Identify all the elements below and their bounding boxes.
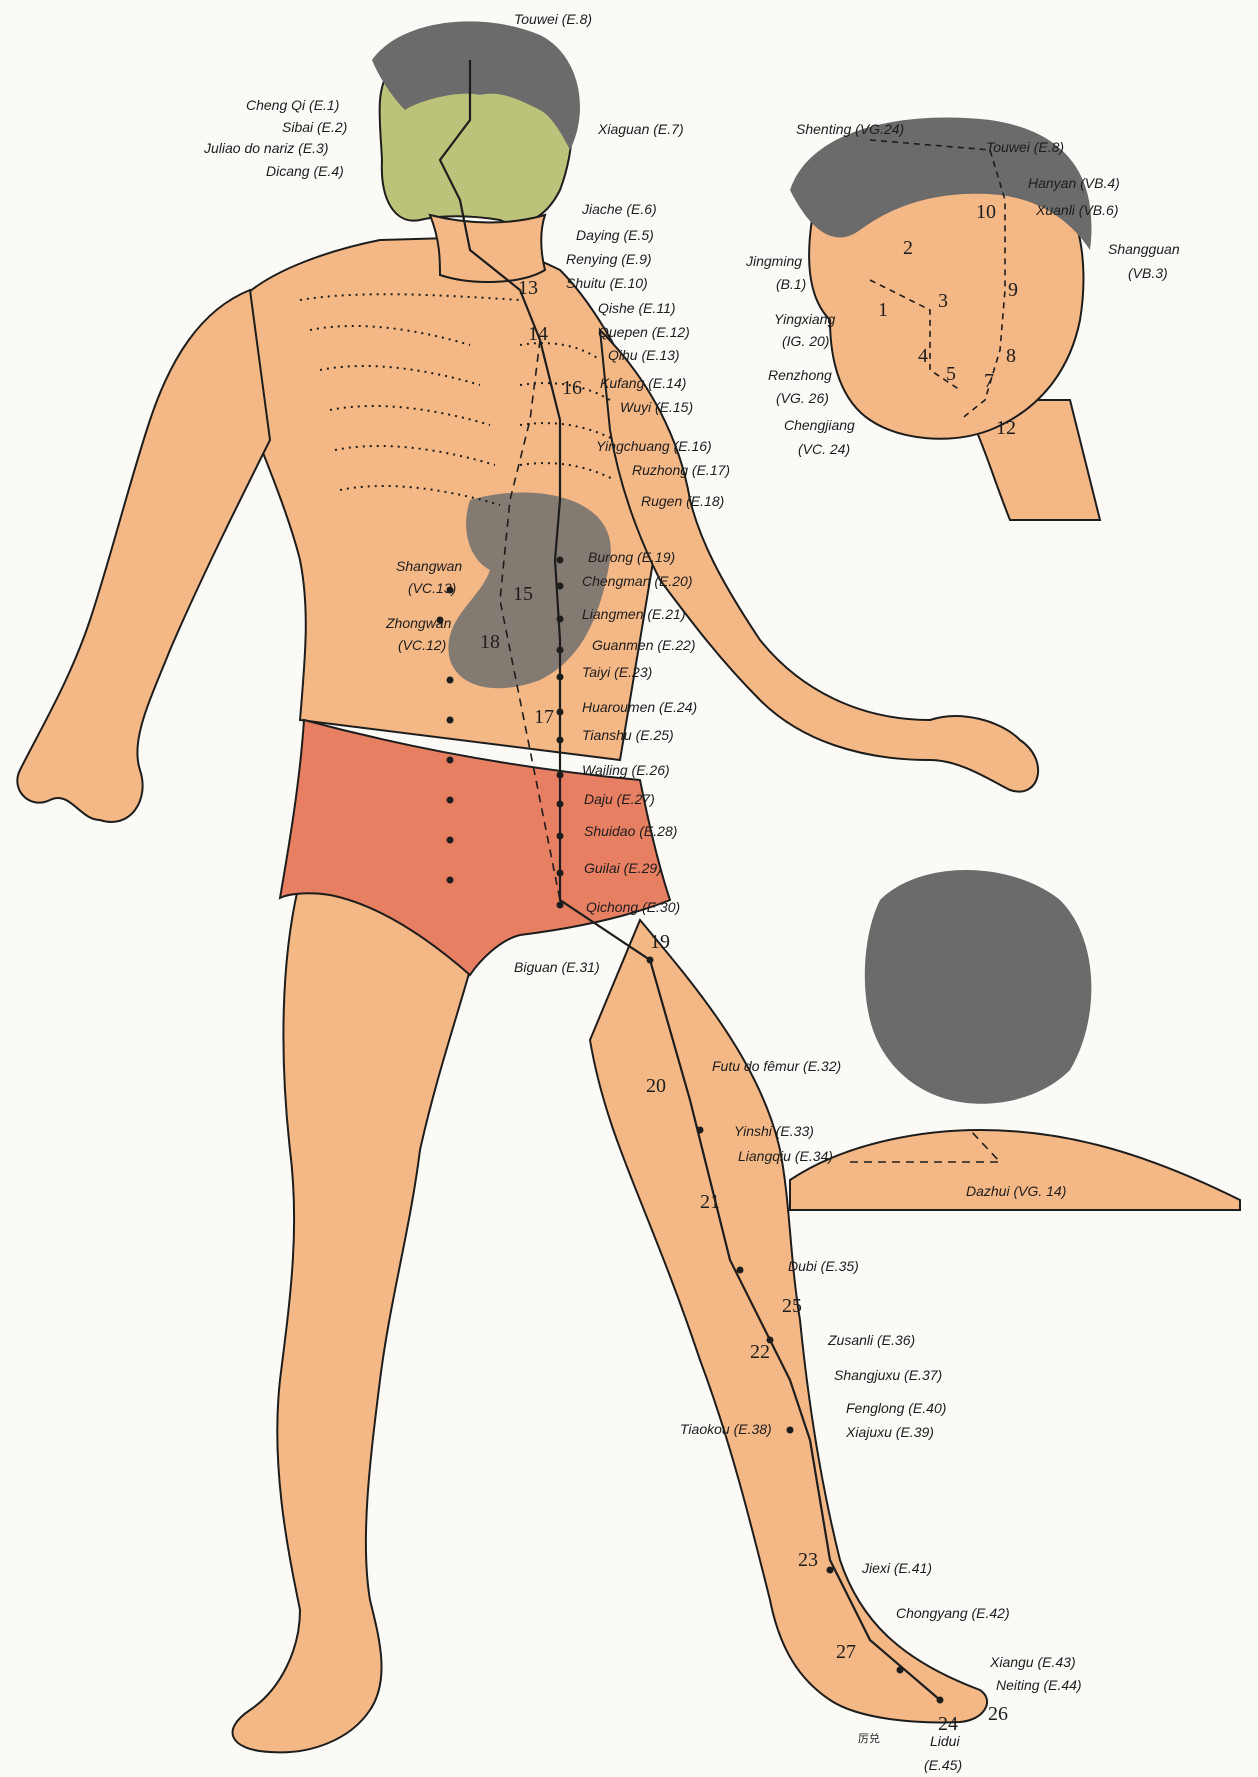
number-n10: 10 [976,201,996,223]
label-qihu: Qihu (E.13) [608,347,680,363]
label-qishe: Qishe (E.11) [598,300,676,316]
label-jingming-code: (B.1) [776,276,806,292]
label-shangwan: Shangwan [396,558,462,574]
label-jiache: Jiache (E.6) [581,201,657,217]
label-yingxiang: Yingxiang [774,311,835,327]
label-ruzhong: Ruzhong (E.17) [632,462,730,478]
label-cheng-qi: Cheng Qi (E.1) [246,97,339,113]
label-sibai: Sibai (E.2) [282,119,347,135]
number-n23: 23 [798,1549,818,1571]
label-shuitu: Shuitu (E.10) [566,275,648,291]
label-neiting: Neiting (E.44) [996,1677,1082,1693]
label-guilai: Guilai (E.29) [584,860,662,876]
number-n25: 25 [782,1295,802,1317]
label-xiaguan: Xiaguan (E.7) [597,121,684,137]
number-n22: 22 [750,1341,770,1363]
neck [430,215,545,282]
left-arm [17,290,270,822]
label-yinshi: Yinshi (E.33) [734,1123,814,1139]
label-dubi: Dubi (E.35) [788,1258,859,1274]
label-huaroumen: Huaroumen (E.24) [582,699,697,715]
label-hanyan: Hanyan (VB.4) [1028,175,1120,191]
label-burong: Burong (E.19) [588,549,675,565]
label-shangguan: Shangguan [1108,241,1180,257]
number-n2: 2 [903,237,913,259]
label-daju: Daju (E.27) [584,791,655,807]
label-shangguan-code: (VB.3) [1128,265,1168,281]
number-n24: 24 [938,1713,958,1735]
label-biguan: Biguan (E.31) [514,959,600,975]
label-futu: Futu do fêmur (E.32) [712,1058,841,1074]
label-juliao: Juliao do nariz (E.3) [203,140,329,156]
label-fenglong: Fenglong (E.40) [846,1400,946,1416]
number-n20: 20 [646,1075,666,1097]
label-xiangu: Xiangu (E.43) [989,1654,1076,1670]
label-kufang: Kufang (E.14) [600,375,686,391]
label-rugen: Rugen (E.18) [641,493,724,509]
number-n16: 16 [562,377,582,399]
label-shenting: Shenting (VG.24) [796,121,904,137]
label-yingxiang-code: (IG. 20) [782,333,829,349]
number-n8: 8 [1006,345,1016,367]
label-lidui: Lidui [930,1733,960,1749]
label-touwei-e8-head: Touwei (E.8) [986,139,1064,155]
label-liangqiu: Liangqiu (E.34) [738,1148,833,1164]
label-zhongwan: Zhongwan [385,615,452,631]
label-jingming: Jingming [745,253,802,269]
label-xuanli: Xuanli (VB.6) [1035,202,1118,218]
label-qichong: Qichong (E.30) [586,899,680,915]
number-n14: 14 [528,323,548,345]
inset-back-view [790,870,1240,1210]
number-n9: 9 [1008,279,1018,301]
label-quepen: Quepen (E.12) [598,324,690,340]
number-n26: 26 [988,1703,1008,1725]
inset-back-head [865,870,1092,1104]
number-n19: 19 [650,931,670,953]
number-n4: 4 [918,345,928,367]
number-n13: 13 [518,277,538,299]
label-guanmen: Guanmen (E.22) [592,637,696,653]
number-n7: 7 [984,370,994,392]
label-renzhong-code: (VG. 26) [776,390,829,406]
label-chongyang: Chongyang (E.42) [896,1605,1010,1621]
label-zhongwan-code: (VC.12) [398,637,446,653]
label-xiajuxu: Xiajuxu (E.39) [845,1424,934,1440]
label-liangmen: Liangmen (E.21) [582,606,686,622]
left-leg [233,880,480,1752]
label-wuyi: Wuyi (E.15) [620,399,693,415]
label-dazhui: Dazhui (VG. 14) [966,1183,1066,1199]
label-lidui-code: (E.45) [924,1757,962,1773]
label-shangjuxu: Shangjuxu (E.37) [834,1367,942,1383]
label-shuidao: Shuidao (E.28) [584,823,677,839]
torso [227,238,660,760]
number-n12: 12 [996,417,1016,439]
number-n18: 18 [480,631,500,653]
number-n21: 21 [700,1191,720,1213]
label-renying: Renying (E.9) [566,251,652,267]
label-chengman: Chengman (E.20) [582,573,693,589]
label-wailing: Wailing (E.26) [582,762,670,778]
label-tianshu: Tianshu (E.25) [582,727,674,743]
number-n3: 3 [938,290,948,312]
label-chengjiang-code: (VC. 24) [798,441,850,457]
label-tiaokou: Tiaokou (E.38) [680,1421,772,1437]
number-n1: 1 [878,299,888,321]
number-n27: 27 [836,1641,856,1663]
number-n5: 5 [946,363,956,385]
label-zusanli: Zusanli (E.36) [827,1332,915,1348]
label-dicang: Dicang (E.4) [266,163,344,179]
foot-note-text: 厉兑 [858,1731,880,1745]
label-daying: Daying (E.5) [576,227,654,243]
label-renzhong: Renzhong [768,367,832,383]
number-n15: 15 [513,583,533,605]
label-yingchuang: Yingchuang (E.16) [596,438,712,454]
label-chengjiang: Chengjiang [784,417,855,433]
label-touwei-e8-top: Touwei (E.8) [514,11,592,27]
label-jiexi: Jiexi (E.41) [861,1560,932,1576]
label-taiyi: Taiyi (E.23) [582,664,652,680]
number-n17: 17 [534,706,554,728]
label-shangwan-code: (VC.13) [408,580,456,596]
